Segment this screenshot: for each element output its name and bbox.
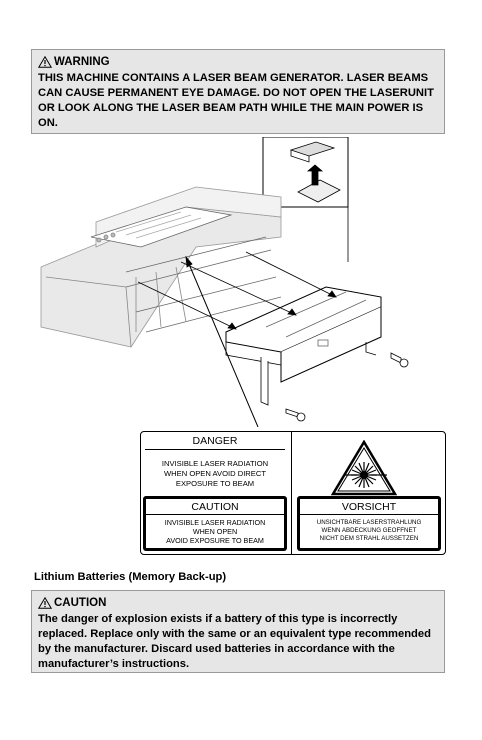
warning-text: THIS MACHINE CONTAINS A LASER BEAM GENER… [38, 72, 434, 129]
caution-title: CAUTION [54, 597, 107, 609]
vorsicht-label-rule [300, 514, 438, 515]
caution-triangle-icon [38, 597, 52, 609]
lithium-section-title: Lithium Batteries (Memory Back-up) [34, 571, 227, 583]
warning-header: WARNING [38, 56, 110, 68]
warning-triangle-icon [38, 56, 52, 68]
vorsicht-label-title: VORSICHT [341, 501, 397, 513]
vorsicht-label: VORSICHT UNSICHTBARE LASERSTRAHLUNG WENN… [297, 496, 441, 551]
laser-unit-illustration [40, 137, 409, 427]
warning-title: WARNING [54, 56, 110, 68]
caution-label: CAUTION INVISIBLE LASER RADIATION WHEN O… [143, 496, 287, 551]
caution-label-text: INVISIBLE LASER RADIATION WHEN OPEN AVOI… [164, 518, 266, 545]
laser-label-panel: DANGER INVISIBLE LASER RADIATION WHEN OP… [140, 431, 446, 555]
caution-label-title: CAUTION [191, 501, 239, 513]
label-divider [291, 432, 292, 554]
caution-header: CAUTION [38, 597, 106, 609]
danger-text: INVISIBLE LASER RADIATION WHEN OPEN AVOI… [161, 459, 269, 488]
laser-warning-box: WARNING THIS MACHINE CONTAINS A LASER BE… [31, 49, 445, 134]
danger-title: DANGER [192, 435, 238, 447]
caution-text: The danger of explosion exists if a batt… [38, 613, 431, 670]
caution-label-rule [146, 514, 284, 515]
danger-rule [145, 449, 285, 450]
laser-hazard-icon [331, 440, 397, 496]
battery-caution-box: CAUTION The danger of explosion exists i… [31, 590, 445, 673]
vorsicht-label-text: UNSICHTBARE LASERSTRAHLUNG WENN ABDECKUN… [316, 519, 422, 542]
